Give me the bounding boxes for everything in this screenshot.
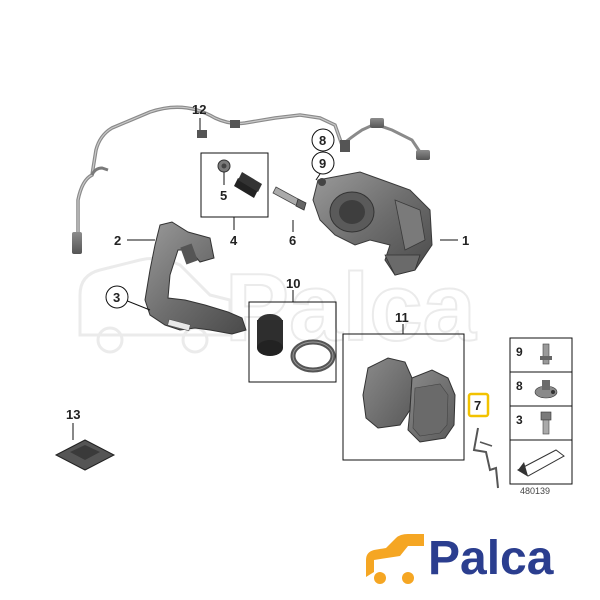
palca-logo: Palca	[366, 532, 554, 585]
legend-label-8: 8	[516, 379, 523, 393]
callout-9-circle: 9	[311, 151, 335, 175]
part-7-anti-rattle-clip	[472, 427, 499, 489]
callout-9: 9	[319, 156, 326, 171]
callout-2: 2	[114, 233, 121, 248]
part-13-grease-packet	[54, 439, 116, 471]
legend-label-3: 3	[516, 413, 523, 427]
callout-12: 12	[192, 102, 206, 117]
group-box-10	[248, 290, 337, 383]
part-6-guide-bolt	[272, 186, 307, 211]
callouts: 1 2 3 4 5 6 7 8 9 10 11 12 13	[66, 102, 490, 422]
brand-name: Palca	[428, 532, 554, 585]
callout-6: 6	[289, 233, 296, 248]
part-1-brake-caliper	[312, 171, 433, 276]
part-arrow-icon	[516, 449, 565, 477]
callout-11: 11	[395, 310, 409, 325]
hex-bolt-icon	[540, 411, 552, 435]
callout-1: 1	[462, 233, 469, 248]
part-10-piston-seal-kit	[257, 314, 336, 373]
callout-13: 13	[66, 407, 80, 422]
hardware-legend: 9 8 3 480139	[509, 337, 573, 496]
bleeder-valve-icon	[540, 343, 552, 365]
car-icon	[366, 534, 424, 584]
callout-8-circle: 8	[311, 128, 335, 152]
part-12-wear-sensor-cable	[72, 105, 430, 254]
callout-7: 7	[474, 398, 481, 413]
callout-3: 3	[113, 290, 120, 305]
callout-8: 8	[319, 133, 326, 148]
callout-3-circle: 3	[105, 285, 129, 309]
group-box-11	[342, 324, 465, 461]
callout-4: 4	[230, 233, 238, 248]
leader-lines	[124, 118, 458, 311]
callout-7-highlight: 7	[467, 392, 490, 418]
part-2-caliper-carrier	[144, 221, 247, 335]
document-number: 480139	[520, 486, 550, 496]
part-11-brake-pad-set	[362, 357, 456, 443]
part-5-guide-bushing	[217, 159, 262, 198]
washer-bolt-icon	[534, 380, 558, 399]
callout-5: 5	[220, 188, 227, 203]
group-box-4	[200, 152, 269, 230]
legend-label-9: 9	[516, 345, 523, 359]
callout-10: 10	[286, 276, 300, 291]
